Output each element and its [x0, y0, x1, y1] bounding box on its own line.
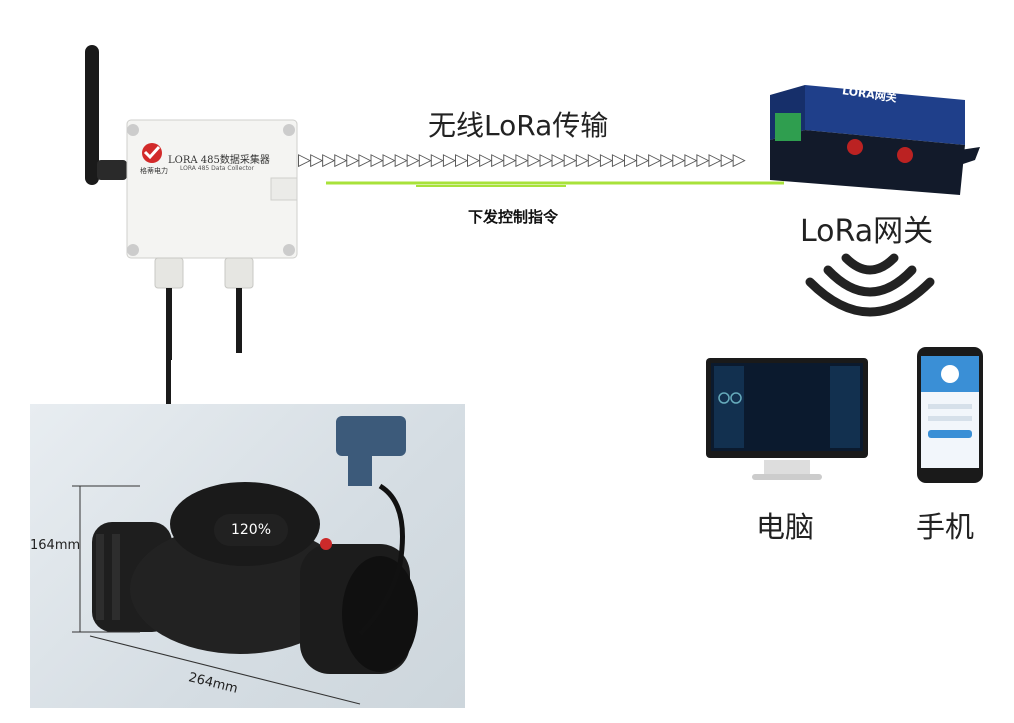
pc-label: 电脑	[756, 504, 814, 546]
collector-brand: 格蒂电力	[140, 166, 168, 176]
command-label: 下发控制指令	[468, 206, 558, 227]
collector-name: LORA 485数据采集器	[168, 151, 270, 166]
wireless-signal-icon	[800, 250, 940, 322]
data-collector-device	[75, 40, 305, 360]
valve-cable	[166, 360, 171, 404]
lora-gateway-device	[765, 55, 980, 195]
collector-name-en: LORA 485 Data Collector	[180, 165, 254, 172]
computer-monitor-icon	[704, 356, 870, 486]
command-arrow-line	[326, 176, 788, 192]
transmission-arrows: ▷▷▷▷▷▷▷▷▷▷▷▷▷▷▷▷▷▷▷▷▷▷▷▷▷▷▷▷▷▷▷▷▷▷▷▷▷	[298, 150, 745, 170]
phone-label: 手机	[916, 504, 974, 546]
transmission-label: 无线LoRa传输	[428, 104, 608, 144]
valve-open-percent-badge: 120%	[214, 514, 288, 546]
mobile-phone-icon	[916, 346, 984, 484]
solenoid-valve-drawing	[30, 404, 465, 708]
gateway-label: LoRa网关	[800, 206, 933, 250]
valve-height-dimension: 164mm	[30, 538, 80, 553]
